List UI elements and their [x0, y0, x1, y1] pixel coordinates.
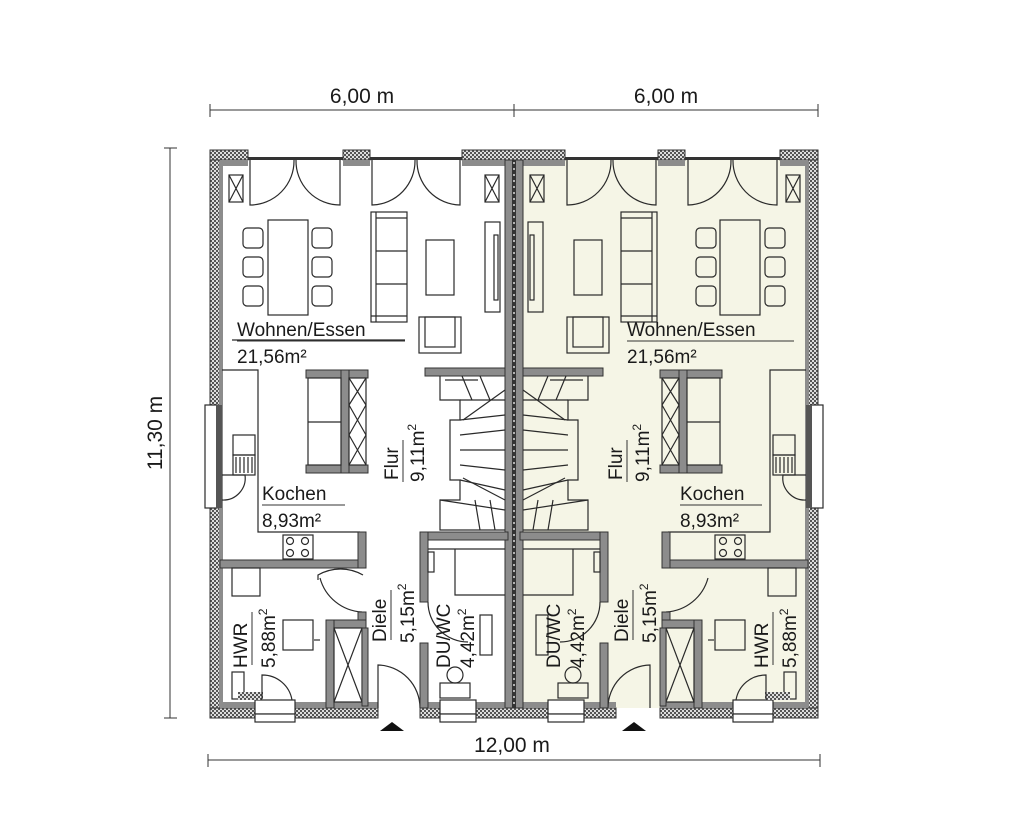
right-unit-furniture	[519, 211, 809, 709]
entrance-left-icon	[380, 722, 404, 731]
svg-text:9,11m2: 9,11m2	[405, 424, 429, 482]
room-area-diele: 5,15m	[398, 590, 419, 643]
dimension-label: 6,00 m	[330, 85, 394, 108]
room-area-diele: 5,15m	[640, 590, 661, 643]
stove	[282, 534, 314, 560]
room-name-hwr: HWR	[752, 623, 773, 668]
dining-table	[267, 219, 309, 316]
svg-text:4,42m2: 4,42m2	[455, 608, 479, 668]
dimension-top-left: 6,00 m	[209, 85, 515, 117]
left-unit-furniture	[219, 211, 509, 709]
coffee-table	[425, 239, 455, 296]
room-area-kochen: 8,93m²	[680, 511, 739, 532]
dimension-top-right: 6,00 m	[514, 85, 819, 117]
washer	[282, 619, 314, 651]
room-name-diele: Diele	[612, 599, 633, 642]
room-name-kochen: Kochen	[262, 484, 326, 505]
entrance-right-icon	[622, 722, 646, 731]
room-area-hwr: 5,88m	[780, 615, 801, 668]
svg-text:5,88m2: 5,88m2	[256, 608, 280, 668]
room-area-hwr: 5,88m	[259, 615, 280, 668]
room-name-wohnen: Wohnen/Essen	[237, 320, 366, 341]
svg-text:5,15m2: 5,15m2	[637, 583, 661, 643]
tv-cabinet	[484, 221, 501, 313]
dimension-label: 12,00 m	[474, 734, 550, 757]
outer-walls	[204, 149, 824, 723]
room-area-duwc: 4,42m	[568, 615, 589, 668]
right-unit-labels: Wohnen/Essen 21,56m² Kochen 8,93m² Flur …	[544, 320, 801, 668]
room-area-wohnen: 21,56m²	[627, 347, 697, 368]
room-name-hwr: HWR	[231, 623, 252, 668]
room-name-duwc: DU/WC	[434, 604, 455, 668]
room-name-duwc: DU/WC	[544, 604, 565, 668]
room-name-flur: Flur	[382, 447, 403, 480]
room-area-kochen: 8,93m²	[262, 511, 321, 532]
room-area-flur: 9,11m	[408, 431, 429, 482]
dimension-label: 11,30 m	[144, 396, 167, 470]
room-name-flur: Flur	[606, 447, 627, 480]
dimension-left: 11,30 m	[144, 147, 177, 719]
dimension-bottom: 12,00 m	[207, 734, 821, 767]
svg-text:9,11m2: 9,11m2	[630, 424, 654, 482]
svg-text:5,15m2: 5,15m2	[395, 583, 419, 643]
room-area-flur: 9,11m	[633, 431, 654, 482]
room-name-kochen: Kochen	[680, 484, 744, 505]
svg-text:4,42m2: 4,42m2	[565, 608, 589, 668]
terrace-doors	[228, 159, 801, 206]
room-area-duwc: 4,42m	[458, 615, 479, 668]
room-name-diele: Diele	[370, 599, 391, 642]
svg-text:5,88m2: 5,88m2	[777, 608, 801, 668]
room-area-wohnen: 21,56m²	[237, 347, 307, 368]
party-wall	[504, 159, 524, 709]
room-name-wohnen: Wohnen/Essen	[627, 320, 756, 341]
dimension-label: 6,00 m	[634, 85, 698, 108]
left-unit-labels: Wohnen/Essen 21,56m² Kochen 8,93m² Flur …	[231, 320, 479, 668]
sofa	[370, 211, 408, 323]
